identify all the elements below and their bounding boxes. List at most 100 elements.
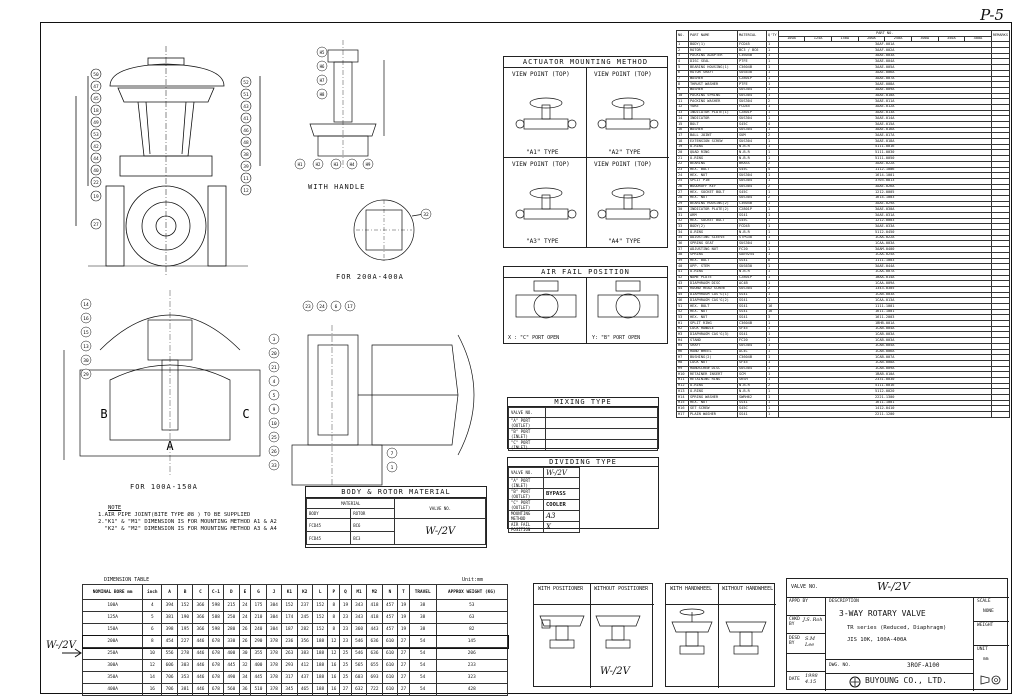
dimension-cell: 394 [161, 599, 178, 612]
dimension-cell: 16 [142, 683, 163, 696]
parts-cell: SKSH [737, 376, 767, 384]
dimension-cell: 457 [381, 611, 399, 624]
dimension-cell: 36 [238, 683, 252, 696]
remarks-cell [990, 320, 1011, 327]
remarks-cell [990, 359, 1011, 367]
scale-value: NONE [983, 609, 994, 614]
parts-header-cell: MATERIAL [737, 29, 767, 43]
dimension-cell: 19 [339, 599, 352, 612]
dimension-cell: 610 [381, 659, 399, 672]
dimension-cell: 400 [223, 647, 240, 660]
dimension-cell: 233 [435, 659, 508, 672]
dimension-cell: 446 [192, 647, 209, 660]
remarks-cell [990, 376, 1011, 384]
svg-text:25: 25 [271, 435, 277, 441]
dimension-cell: 175 [250, 599, 267, 612]
dimension-cell: 345 [281, 683, 298, 696]
dimension-header-cell: N [381, 584, 399, 600]
dimension-cell: 343 [350, 611, 368, 624]
dimension-cell: 330 [223, 635, 240, 648]
remarks-cell [990, 81, 1011, 88]
dimension-cell: 152 [311, 599, 329, 612]
dimension-cell: 16 [327, 659, 341, 672]
note-line: "K2" & "M2" DIMENSION IS FOR MOUNTING ME… [98, 526, 277, 532]
dimension-cell: 82 [435, 623, 508, 636]
dimension-cell: 245 [296, 611, 314, 624]
parts-cell: SUS304 [737, 365, 767, 373]
parts-cell: SS41 [737, 314, 767, 322]
dimension-cell: 446 [192, 659, 209, 672]
dimension-header-cell: G [250, 584, 267, 600]
dimension-cell: 598 [207, 623, 225, 636]
remarks-cell [990, 285, 1011, 293]
mixing-type-panel: MIXING TYPE VALVE NO. "A" PORT (OUTLET) … [507, 397, 659, 451]
dimension-cell: 304 [265, 599, 283, 612]
title-block: VALVE NO. W-/2V APPD BY CHKD BY J.S. Roh… [786, 578, 1009, 691]
remarks-cell [990, 103, 1011, 111]
svg-text:H4: H4 [350, 162, 355, 167]
weight-label: WEIGHT [977, 623, 994, 628]
detail-200a-drawing: 32 [353, 199, 432, 262]
dimension-cell: 490 [223, 671, 240, 684]
parts-cell: S45C [737, 405, 767, 413]
dimension-cell: 8 [327, 599, 341, 612]
dimension-cell: 418 [366, 611, 383, 624]
remarks-cell [990, 388, 1011, 395]
type-a1-label: "A1" TYPE [526, 149, 559, 156]
dimension-cell: 722 [366, 683, 383, 696]
parts-cell: SCM [737, 371, 767, 378]
dimension-cell: 240 [250, 623, 267, 636]
svg-text:24: 24 [319, 304, 325, 310]
dimension-header-cell: APPROX WEIGHT (KG) [435, 584, 508, 600]
actuator-mounting-title: ACTUATOR MOUNTING METHOD [504, 57, 667, 68]
parts-cell: C3604B [737, 354, 767, 361]
dimension-cell: 437 [296, 671, 314, 684]
dimension-header-cell: inch [142, 584, 163, 600]
svg-text:B: B [100, 407, 107, 421]
dimension-cell: 188 [311, 647, 329, 660]
pointer-arrow-icon [62, 648, 82, 658]
remarks-cell [990, 354, 1011, 361]
dimension-cell: 457 [381, 599, 399, 612]
dimension-cell: 446 [192, 683, 209, 696]
svg-text:29: 29 [83, 372, 89, 378]
dimension-cell: 366 [192, 611, 209, 624]
dimension-cell: 188 [311, 659, 329, 672]
remarks-cell [990, 411, 1011, 418]
dimension-cell: 706 [161, 683, 178, 696]
dimension-cell: 188 [311, 671, 329, 684]
svg-text:23: 23 [305, 304, 311, 310]
dimension-cell: 12 [327, 635, 341, 648]
dimension-cell: 598 [207, 599, 225, 612]
dimension-cell: 54 [408, 659, 437, 672]
note-line: 2."K1" & "M1" DIMENSION IS FOR MOUNTING … [98, 519, 277, 525]
dimension-cell: 195 [176, 623, 194, 636]
dimension-cell: 678 [207, 635, 225, 648]
c-port-open-label: X : "C" PORT OPEN [508, 335, 560, 341]
dimension-cell: 8 [142, 635, 163, 648]
remarks-cell [990, 121, 1011, 128]
dimension-cell: 100A [81, 599, 144, 612]
dimension-cell: 350A [81, 671, 144, 684]
svg-text:51: 51 [243, 92, 249, 98]
parts-header-cell: REMARKS [990, 29, 1011, 43]
dimension-cell: 27 [397, 647, 410, 660]
svg-text:32: 32 [423, 212, 429, 218]
dimension-cell: 678 [207, 647, 225, 660]
without-positioner-label: WITHOUT POSITIONER [594, 586, 649, 592]
parts-cell: FCD45 [737, 103, 767, 111]
dimension-cell: 26 [238, 635, 252, 648]
dimension-cell: 445 [250, 671, 267, 684]
dimension-cell: 457 [381, 623, 399, 636]
remarks-cell [990, 399, 1011, 407]
dimension-cell: 454 [161, 635, 178, 648]
